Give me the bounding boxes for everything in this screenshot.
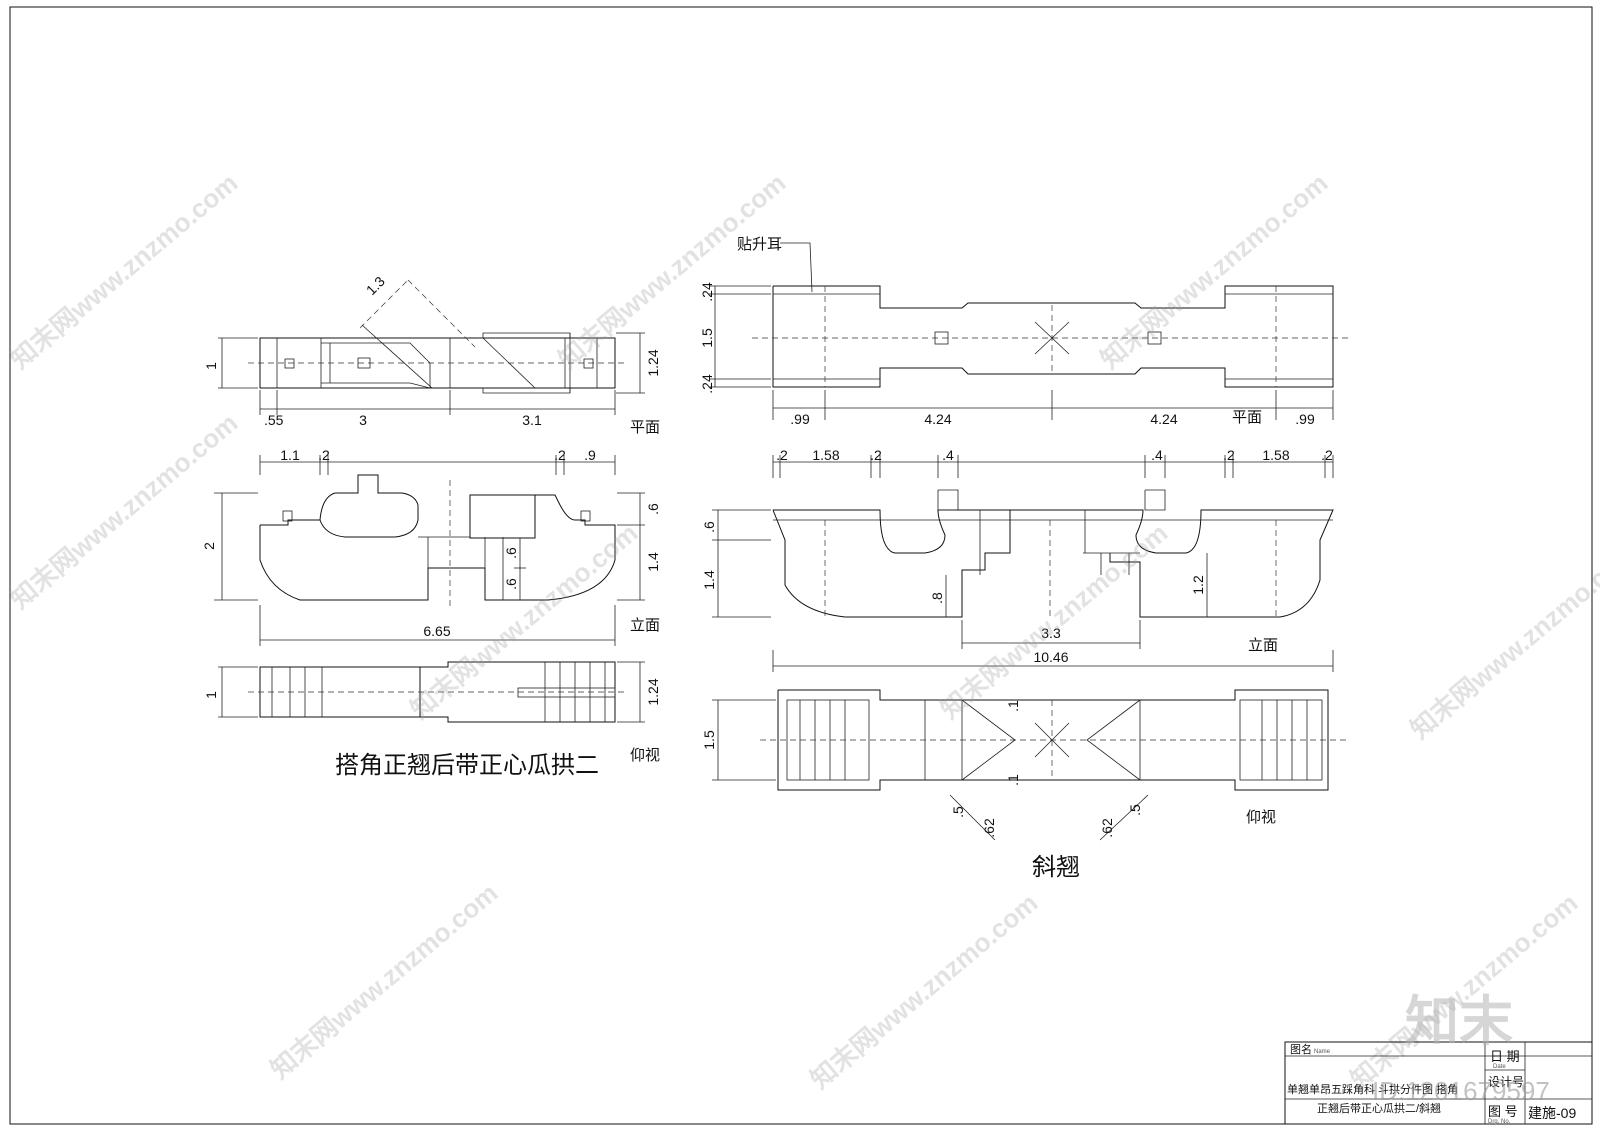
watermark-text: 知末网www.znzmo.com [553, 167, 792, 374]
right-dim-p2d: .2 [1321, 447, 1333, 463]
right-dim-10p46: 10.46 [1033, 649, 1068, 665]
watermark-text: 知末网www.znzmo.com [5, 167, 244, 374]
left-bottom-label: 仰视 [630, 747, 660, 764]
right-dim-1p4: 1.4 [701, 570, 717, 590]
title-block-drawing-no-label: 图 号 [1488, 1104, 1518, 1119]
right-dim-4p24a: 4.24 [924, 411, 951, 427]
left-dim-1p3: 1.3 [363, 273, 388, 298]
left-dim-1p4: 1.4 [645, 552, 661, 572]
right-dim-1p2: 1.2 [1190, 575, 1206, 595]
right-dim-p99a: .99 [790, 411, 810, 427]
left-dim-p55: .55 [264, 412, 284, 428]
right-plan-label: 平面 [1232, 409, 1262, 426]
title-block-design-label: 设计号 [1488, 1075, 1524, 1089]
title-block-name-label: 图名 [1290, 1042, 1312, 1056]
right-dim-p2b: .2 [870, 447, 882, 463]
left-dim-3: 3 [359, 412, 367, 428]
watermarks: 知末网www.znzmo.com 知末网www.znzmo.com 知末网www… [5, 167, 1600, 1094]
left-dim-3p1: 3.1 [522, 412, 542, 428]
left-elevation-label: 立面 [630, 617, 660, 634]
left-dim-1: 1 [203, 362, 219, 370]
watermark-text: 知末网www.znzmo.com [1405, 537, 1600, 744]
right-dim-p62b: .62 [1099, 818, 1115, 838]
left-bottom-view [218, 661, 645, 723]
watermark-logo: 知末 [1405, 992, 1513, 1052]
left-dim-p9: .9 [584, 447, 596, 463]
watermark-text: 知末网www.znzmo.com [1095, 167, 1334, 374]
right-dim-p2a: .2 [776, 447, 788, 463]
left-dim-p6a: .6 [645, 503, 661, 515]
left-dim-2: 2 [201, 542, 217, 550]
right-dim-1p5b: 1.5 [701, 730, 717, 750]
right-drawing-title: 斜翘 [1032, 854, 1080, 881]
title-block-date-label: 日 期 [1490, 1049, 1520, 1064]
right-dim-p8: .8 [929, 592, 945, 604]
right-plan-view [709, 285, 1348, 420]
sheet-border [9, 6, 1593, 1125]
left-dim-p2b: .2 [554, 447, 566, 463]
right-bottom-label: 仰视 [1246, 809, 1276, 826]
right-dim-p24b: .24 [699, 374, 715, 394]
watermark-text: 知末网www.znzmo.com [265, 877, 504, 1084]
title-block-name-label-small: Name [1314, 1049, 1331, 1055]
left-dim-p2a: .2 [318, 447, 330, 463]
left-dim-p6c: .6 [503, 578, 519, 590]
left-dim-6p65: 6.65 [423, 623, 450, 639]
left-dim-1p1: 1.1 [280, 447, 300, 463]
watermark-id: ID:1201679597 [1372, 1076, 1550, 1106]
right-dim-p5a: .5 [950, 806, 966, 818]
right-dim-p4b: .4 [1151, 447, 1163, 463]
right-dim-4p24b: 4.24 [1150, 411, 1177, 427]
right-drawing: 贴升耳 [699, 236, 1350, 881]
callout-label: 贴升耳 [737, 236, 782, 253]
title-block-date-small: Date [1493, 1064, 1506, 1070]
watermark-text: 知末网www.znzmo.com [5, 407, 244, 614]
watermark-text: 知末网www.znzmo.com [935, 517, 1174, 724]
right-dim-p6: .6 [701, 521, 717, 533]
right-dim-p1a: .1 [1005, 700, 1021, 712]
left-dim-1b: 1 [203, 691, 219, 699]
left-dim-1p24: 1.24 [645, 349, 661, 376]
right-elevation-view [712, 455, 1334, 672]
right-dim-p24a: .24 [699, 282, 715, 302]
left-dim-p6b: .6 [503, 547, 519, 559]
watermark-text: 知末网www.znzmo.com [805, 887, 1044, 1094]
right-dim-1p5: 1.5 [699, 328, 715, 348]
right-dim-p4a: .4 [942, 447, 954, 463]
left-dim-1p24b: 1.24 [645, 678, 661, 705]
right-dim-3p3: 3.3 [1041, 625, 1061, 641]
right-dim-1p58a: 1.58 [812, 447, 839, 463]
title-block-drawing-no-small: Drg. No. [1488, 1119, 1511, 1125]
right-dim-p62a: .62 [981, 818, 997, 838]
watermark-text: 知末网www.znzmo.com [405, 517, 644, 724]
left-drawing-title: 搭角正翘后带正心瓜拱二 [335, 752, 599, 779]
right-elevation-label: 立面 [1248, 637, 1278, 654]
left-plan-view [218, 279, 645, 415]
callout-leader [780, 242, 813, 293]
title-block-line2: 正翘后带正心瓜拱二/斜翘 [1317, 1101, 1441, 1115]
right-dim-p2c: .2 [1223, 447, 1235, 463]
right-bottom-view [712, 689, 1350, 841]
left-elevation-view [214, 455, 645, 646]
right-dim-p99b: .99 [1295, 411, 1315, 427]
right-dim-1p58b: 1.58 [1262, 447, 1289, 463]
left-plan-label: 平面 [630, 419, 660, 436]
right-dim-p1b: .1 [1005, 774, 1021, 786]
left-drawing: 1.3 1 1.24 .55 3 3.1 平面 1.1 .2 .2 .9 2 .… [201, 273, 661, 779]
title-block-drawing-no: 建施-09 [1528, 1105, 1576, 1121]
title-block: 图名 Name 日 期 Date 设计号 单翘单昂五踩角科 斗拱分件图 搭角 正… [1284, 1041, 1593, 1125]
right-dim-p5b: .5 [1127, 804, 1143, 816]
title-block-line1: 单翘单昂五踩角科 斗拱分件图 搭角 [1287, 1082, 1458, 1096]
